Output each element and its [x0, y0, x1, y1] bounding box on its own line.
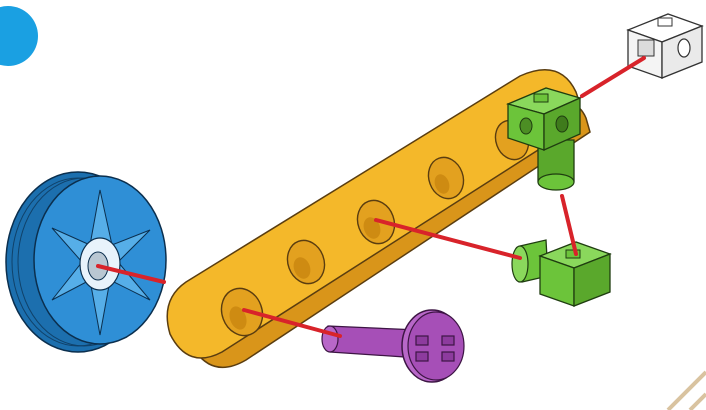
- assembly-connector-lines: [96, 56, 646, 338]
- green-cube-top: [506, 87, 582, 191]
- purple-peg: [321, 309, 465, 383]
- connector-beam-peg: [242, 308, 342, 338]
- step-badge: [0, 6, 38, 66]
- white-cube: [626, 13, 704, 79]
- connector-cube-top-white-cube: [580, 56, 646, 98]
- connector-beam-cube-mid: [374, 218, 522, 260]
- connector-wheel-beam: [96, 264, 166, 284]
- corner-decoration: [666, 370, 706, 410]
- yellow-beam: [166, 69, 591, 369]
- blue-wheel: [5, 171, 167, 353]
- connector-cube-top-cube-mid: [560, 194, 578, 256]
- green-cube-mid: [511, 239, 612, 307]
